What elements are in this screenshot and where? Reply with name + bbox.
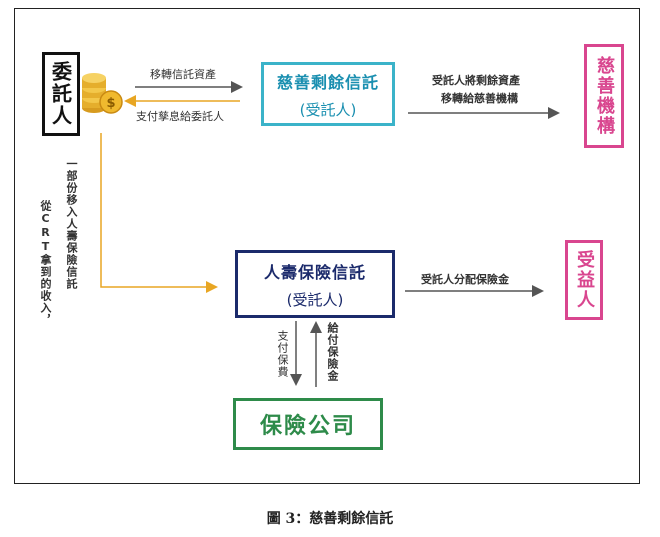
settlor-label: 委託人 [48, 61, 73, 127]
life-trust-title: 人壽保險信託 [263, 262, 366, 282]
label-partial-transfer: 一部份移入人壽保險信託 [65, 158, 78, 290]
life-trust-box: 人壽保險信託 (受託人) [235, 250, 395, 318]
label-trustee-transfer-1: 受託人將剩餘資產 [432, 74, 520, 87]
svg-text:$: $ [106, 96, 115, 111]
beneficiary-label: 受益人 [574, 250, 595, 310]
label-pay-insurance: 給付保險金 [326, 322, 339, 382]
beneficiary-box: 受益人 [565, 240, 603, 320]
diagram-frame [14, 8, 640, 484]
figure-caption: 圖 3：慈善剩餘信託 [266, 511, 394, 527]
charity-org-box: 慈善機構 [584, 44, 624, 148]
arrow-to-life-trust [100, 133, 218, 293]
insurer-label: 保險公司 [259, 414, 356, 439]
label-distribute-insurance: 受託人分配保險金 [421, 273, 509, 286]
label-trustee-transfer-2: 移轉給慈善機構 [441, 92, 518, 105]
label-pay-premium: 支付保費 [276, 330, 289, 378]
charity-trust-title: 慈善剩餘信託 [276, 72, 379, 92]
label-pay-interest: 支付孳息給委託人 [136, 110, 224, 123]
label-transfer-assets: 移轉信託資產 [150, 68, 216, 81]
settlor-box: 委託人 [42, 52, 80, 136]
coins-icon: $ [82, 73, 123, 114]
charity-org-label: 慈善機構 [594, 56, 615, 136]
life-trust-subtitle: (受託人) [286, 290, 344, 309]
insurer-box: 保險公司 [233, 398, 383, 450]
charity-trust-subtitle: (受託人) [299, 100, 357, 119]
charity-trust-box: 慈善剩餘信託 (受託人) [261, 62, 395, 126]
label-crt-income: 從CRT拿到的收入， [39, 200, 52, 326]
